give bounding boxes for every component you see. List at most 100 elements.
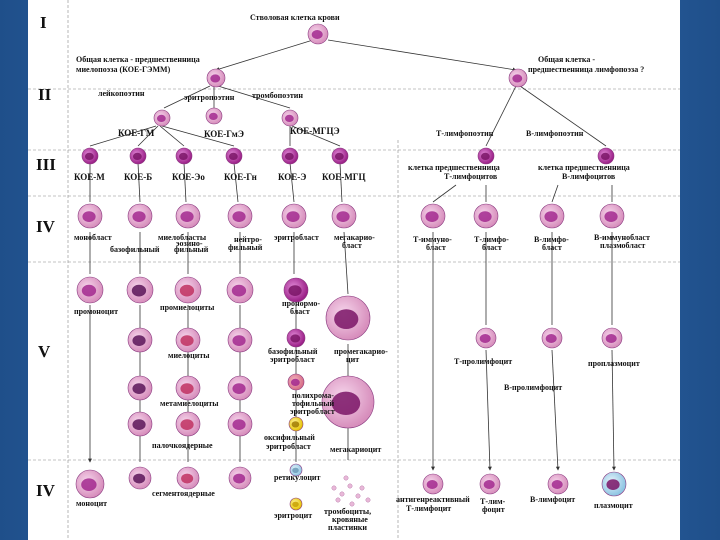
lymphoid-progenitor-label-1: Общая клетка - [538,55,595,64]
basophil-myelocyte-cell [127,327,153,353]
t-prolymphocyte-cell [475,327,497,349]
plasmocyte-cell [601,471,627,497]
plasmoblast-label: плазмобласт [600,241,645,250]
basophilic-eb-label-2: эритробласт [270,355,315,364]
cfu-m-label: КОЕ-М [74,172,105,182]
antigen-reactive-label-2: Т-лимфоцит [406,504,451,513]
oxyphilic-eb-label-2: эритробласт [266,442,311,451]
monocyte-cell [75,469,105,499]
cell-layer [75,23,627,511]
polychrom-eb-label-2: тофильный [292,399,335,408]
eosinophil-myelocyte-cell [175,327,201,353]
t-precursor-cell [477,147,495,165]
myeloblasts-label: миелобласты [158,233,207,242]
neutrophil-metamyelocyte-cell [227,375,253,401]
neutro-label: нейтро- [234,235,262,244]
b-lymphopoietin-label: В-лимфопоэтин [526,129,584,138]
platelet-dots [331,475,371,507]
neutrophil-segmented-cell [228,466,252,490]
t-lymphocyte-label-2: фоцит [482,505,505,514]
band-label: палочкоядерные [152,441,213,450]
b-immunoblast-label: В-иммунобласт [594,233,650,242]
oxyphilic-erythroblast-cell [288,416,304,432]
promegakaryocyte-label-1: промегакарио- [334,347,388,356]
proerythroblast-label-2: бласт [290,307,310,316]
basophil-promyelocyte-cell [126,276,154,304]
megakaryoblast-label-2: бласт [342,241,362,250]
t-lymphoblast-label-2: бласт [482,243,502,252]
hematopoiesis-diagram: I II III IV V IV [28,0,680,540]
b-lymphoblast-label-1: В-лимфо- [534,235,569,244]
stage-label-4: IV [36,217,56,236]
basophil-blast-cell [127,203,153,229]
monocyte-label: моноцит [76,499,107,508]
philic2-label: фильный [228,243,263,252]
neutrophil-band-cell [227,411,253,437]
cfu-mgce-label: КОЕ-МГЦЭ [290,126,340,136]
erythropoietin-label: эритропоэтин [184,93,235,102]
b-precursor-label-1: клетка предшественница [538,163,630,172]
b-prolymphocyte-cell [541,327,563,349]
neutrophil-myelocyte-cell [227,327,253,353]
stage-label-5: V [38,342,51,361]
metamyelocytes-label: метамиелоциты [160,399,219,408]
lymphoid-progenitor-cell [508,68,528,88]
plasmocyte-label: плазмоцит [594,501,633,510]
cfu-e-cell [281,147,299,165]
b-precursor-label-2: В-лимфоцитов [562,172,616,181]
t-immunoblast-cell [420,203,446,229]
antigen-reactive-t-lymphocyte-cell [422,473,444,495]
proerythroblast-label-1: пронормо- [282,299,320,308]
stage-label-2: II [38,85,52,104]
proerythroblast-cell [283,277,309,303]
cfu-e-label: КОЕ-Э [278,172,306,182]
antigen-reactive-label-1: антигенреактивный [396,495,470,504]
leukopoietin-label: лейкопоэтин [98,89,145,98]
diagram-sheet: I II III IV V IV [28,0,680,540]
basophilic-erythroblast-cell [286,328,306,348]
eosinophil-label: эозино- [176,239,203,248]
myeloid-progenitor-cell [206,68,226,88]
t-lymphocyte-cell [479,473,501,495]
thrombopoietin-label: тромбопоэтин [252,91,303,100]
polychrom-eb-label-3: эритробласт [290,407,335,416]
proplasmocyte-cell [601,327,623,349]
eosinophil-band-cell [175,411,201,437]
cfu-b-label: КОЕ-Б [124,172,152,182]
basophil-metamyelocyte-cell [127,375,153,401]
platelets-label-2: кровяные [332,515,368,524]
cfu-gm-label: КОЕ-ГМ [118,128,155,138]
b-lymphocyte-cell [547,473,569,495]
erythroblast-label: эритробласт [274,233,319,242]
cfu-eo-cell [175,147,193,165]
stage-separators [28,0,680,540]
segmented-label: сегментоядерные [152,489,215,498]
t-precursor-label-1: клетка предшественница [408,163,500,172]
platelets-label-1: тромбоциты, [324,507,371,516]
myeloid-progenitor-label-2: миелопоэза (КОЕ-ГЭММ) [76,65,171,74]
t-lymphopoietin-label: Т-лимфопоэтин [436,129,494,138]
basophil-segmented-cell [128,466,152,490]
t-prolymphocyte-label: Т-пролимфоцит [454,357,512,366]
polychrom-erythroblast-cell [287,373,305,391]
stem-cell [307,23,329,45]
promegakaryocyte-label-2: цит [346,355,359,364]
promonocyte-cell [76,276,104,304]
monoblast-cell [77,203,103,229]
eosinophil-blast-cell [175,203,201,229]
promegakaryocyte-cell [325,295,371,341]
reticulocyte-cell [289,463,303,477]
t-immunoblast-label-2: бласт [426,243,446,252]
b-lymphoblast-cell [539,203,565,229]
b-immunoblast-cell [599,203,625,229]
b-lymphocyte-label: В-лимфоцит [530,495,575,504]
oxyphilic-eb-label-1: оксифильный [264,433,315,442]
polychrom-eb-label-1: полихрома- [292,391,334,400]
stage-label-1: I [40,13,47,32]
reticulocyte-label: ретикулоцит [274,473,321,482]
cfu-m-cell [81,147,99,165]
basophil-band-cell [127,411,153,437]
erythrocyte-cell [289,497,303,511]
cfu-mgc-label: КОЕ-МГЦ [322,172,366,182]
